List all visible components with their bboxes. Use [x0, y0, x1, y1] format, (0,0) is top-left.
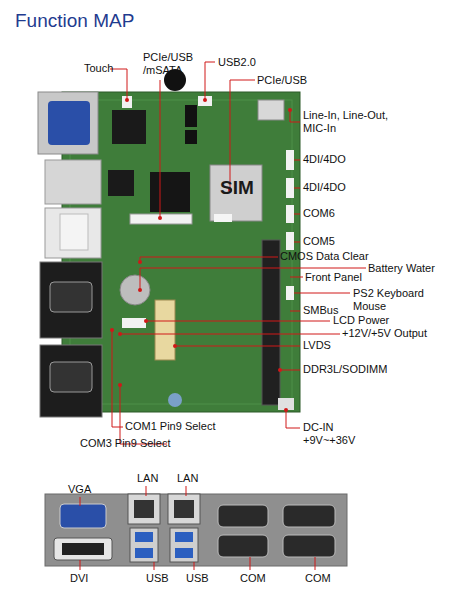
com-port — [283, 505, 335, 527]
title: Function MAP — [15, 10, 134, 32]
callout-label: 4DI/4DO — [303, 153, 346, 166]
power-header — [122, 318, 146, 328]
usb-socket — [175, 532, 193, 542]
usb-socket — [135, 548, 153, 558]
callout-label: DVI — [70, 572, 88, 585]
callout-label: VGA — [68, 483, 91, 496]
usb-port — [170, 528, 198, 562]
lvds-connector — [155, 300, 175, 360]
chip — [150, 172, 190, 212]
capacitor — [185, 130, 197, 144]
callout-label: Touch — [84, 62, 113, 75]
callout-label: USB2.0 — [218, 56, 256, 69]
callout-label: +12V/+5V Output — [342, 327, 427, 340]
lan-port — [168, 494, 200, 524]
callout-label: Line-In, Line-Out, MIC-In — [303, 109, 399, 135]
header — [286, 286, 294, 300]
chip — [108, 170, 134, 196]
callout-label: COM — [305, 572, 331, 585]
sim-label — [214, 214, 232, 222]
board-marking: SIM — [220, 177, 254, 198]
callout-label: COM6 — [303, 207, 335, 220]
com-port — [218, 505, 268, 527]
com-port — [283, 535, 335, 557]
callout-label: LVDS — [303, 339, 331, 352]
callout-label: LAN — [177, 472, 198, 485]
lan-socket — [134, 500, 154, 518]
battery — [120, 275, 150, 305]
sodimm-slot — [262, 240, 280, 405]
callout-label: Front Panel — [305, 271, 362, 284]
callout-label: DC-IN +9V~+36V — [303, 421, 365, 447]
lan-socket — [174, 500, 194, 518]
callout-label: USB — [146, 572, 169, 585]
callout-label: USB — [186, 572, 209, 585]
header — [286, 178, 294, 198]
dvi-port — [54, 538, 112, 560]
usb-port — [130, 528, 158, 562]
vga-port — [60, 504, 106, 528]
lan-jack — [45, 208, 101, 258]
callout-label: PCIe/USB — [257, 74, 307, 87]
callout-label: COM5 — [303, 235, 335, 248]
header — [286, 205, 294, 223]
header — [286, 232, 294, 250]
sim-holder — [210, 165, 262, 221]
audio-connector — [258, 100, 284, 120]
com-connector — [40, 262, 102, 338]
usb-socket — [135, 532, 153, 542]
capacitor — [168, 393, 182, 407]
callout-label: COM3 Pin9 Select — [80, 437, 170, 450]
callout-label: COM1 Pin9 Select — [125, 420, 215, 433]
callout-label: LCD Power — [333, 314, 389, 327]
callout-label: DDR3L/SODIMM — [303, 363, 387, 376]
com-port — [218, 535, 268, 557]
vga-shell — [38, 92, 98, 154]
vga-connector — [48, 101, 90, 145]
io-plate — [45, 494, 347, 566]
io-leader-lines — [80, 486, 315, 570]
callout-label: LAN — [137, 472, 158, 485]
callout-label: PS2 Keyboard Mouse — [353, 287, 429, 313]
dvi-pins — [62, 543, 104, 555]
lan-label — [60, 214, 88, 250]
callout-label: COM — [240, 572, 266, 585]
callout-label: PCIe/USB /mSATA — [143, 51, 193, 77]
com-port — [50, 282, 92, 312]
header — [286, 150, 294, 170]
chip — [112, 110, 146, 144]
mpcie-slot — [130, 214, 192, 224]
lan-port — [128, 494, 160, 524]
com-connector — [40, 345, 102, 417]
lan-jack — [45, 160, 101, 204]
pcb-trace — [70, 100, 292, 404]
callout-label: Battery Water — [368, 262, 435, 275]
callout-label: 4DI/4DO — [303, 181, 346, 194]
com-port — [50, 362, 92, 392]
usb-socket — [175, 548, 193, 558]
leader-dots — [110, 98, 292, 412]
callout-label: CMOS Data Clear — [280, 250, 369, 263]
capacitor — [185, 105, 197, 127]
